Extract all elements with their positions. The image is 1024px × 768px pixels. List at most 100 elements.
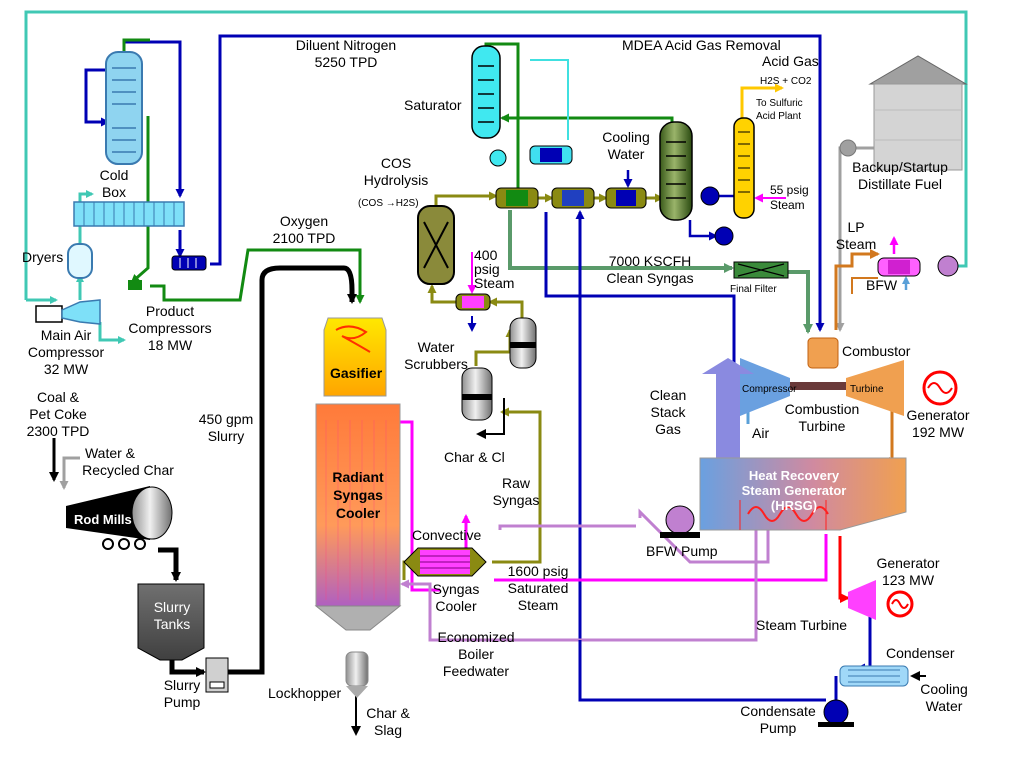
final-filter-label: Final Filter [730, 284, 777, 295]
green-oxygen-line [150, 248, 365, 304]
green-coldbox-o2-down [130, 116, 150, 284]
gasifier-vessel [323, 317, 387, 397]
orchid-bfw-loop [498, 500, 770, 564]
steam-turbine-to-condenser [856, 612, 872, 673]
red-steam-line [838, 536, 850, 603]
scrubber-to-scrubber [474, 328, 515, 366]
heat-exchanger-2 [551, 187, 595, 209]
mdea-stripper [733, 117, 755, 219]
char-slag-label: Char &Slag [366, 705, 410, 738]
final-filter [733, 261, 789, 279]
teal-air-stream [24, 10, 968, 300]
tanks-to-pump [169, 658, 206, 677]
turbine-label: Turbine [850, 384, 884, 395]
compressor-label: Compressor [742, 384, 797, 395]
rod-mill [66, 486, 173, 550]
teal-main-air-out [98, 322, 126, 344]
rod-mills-label: Rod Mills [74, 512, 132, 527]
exchanger-to-cos [427, 284, 456, 304]
condenser [839, 665, 909, 687]
steam-400-exchanger [455, 293, 491, 311]
h2s-co2-label: H2S + CO2 [760, 76, 812, 87]
lp-steam-exchanger [877, 255, 959, 277]
cold-box [73, 201, 185, 227]
teal-coldbox-feed [78, 190, 94, 244]
scrubber-to-exchanger [488, 297, 524, 318]
steam-turbine [848, 580, 914, 620]
orange-lp-steam [834, 249, 880, 330]
navy-mdea-bottom [688, 220, 718, 241]
acid-gas-label: Acid Gas [762, 53, 819, 69]
raw-syngas-line [492, 407, 542, 564]
lockhopper [345, 651, 369, 698]
navy-diluent-n2 [210, 34, 825, 332]
saturator-label: Saturator [404, 97, 462, 113]
steam-turbine-label: Steam Turbine [756, 617, 847, 633]
saturator-vessel [471, 45, 507, 167]
slurry-tank [137, 583, 205, 661]
lockhopper-label: Lockhopper [268, 685, 342, 701]
bfw-pump [660, 505, 700, 538]
water-char-label: Water &Recycled Char [82, 445, 174, 478]
condensate-pump [818, 699, 854, 727]
dryers-label: Dryers [22, 249, 63, 265]
mdea-absorber [659, 121, 734, 246]
mdea-label: MDEA Acid Gas Removal [622, 37, 781, 53]
heat-exchanger-1 [495, 187, 539, 209]
hrsg [699, 457, 907, 531]
water-scrubber-2 [461, 367, 493, 421]
water-char-arrow [59, 456, 80, 490]
air-label: Air [752, 425, 769, 441]
orange-bfw [851, 277, 878, 294]
cyan-saturator-line [530, 59, 569, 140]
orchid-economized [400, 520, 758, 642]
product-compressor [128, 255, 207, 290]
dryer-vessel [67, 243, 93, 279]
convective-label: Convective [412, 527, 481, 543]
convective-syngas-cooler [403, 547, 487, 577]
condenser-label: Condenser [886, 645, 955, 661]
mills-to-tanks [158, 547, 181, 582]
water-scrubber-1 [509, 317, 537, 369]
filter-to-combustor [788, 270, 813, 334]
bfw-pump-label: BFW Pump [646, 543, 718, 559]
distillate-fuel-tank [839, 55, 968, 171]
bfw-label: BFW [866, 277, 898, 293]
cos-hydrolysis-reactor [417, 205, 455, 285]
cold-box-column [105, 51, 143, 165]
slurry-line [218, 265, 357, 675]
radiant-syngas-cooler [314, 403, 402, 631]
heat-exchanger-top [529, 145, 573, 165]
combustion-turbine [740, 337, 958, 416]
combustor-label: Combustor [842, 343, 911, 359]
navy-coldbox-top [124, 40, 185, 198]
acid-gas-line [740, 83, 784, 118]
